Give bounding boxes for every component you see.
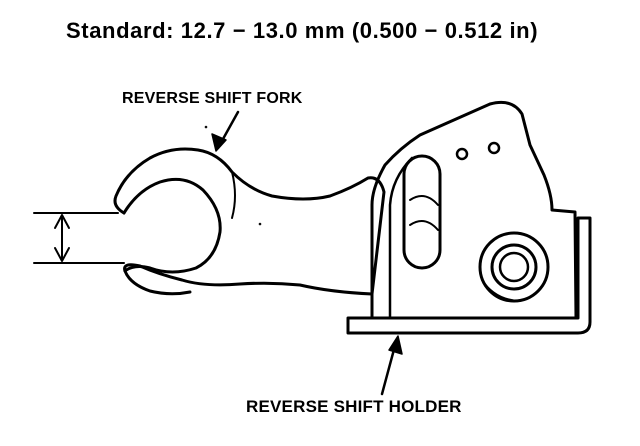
standard-spec-text: Standard: 12.7 − 13.0 mm (0.500 − 0.512 … — [66, 18, 539, 43]
reverse-shift-fork-label: REVERSE SHIFT FORK — [122, 90, 303, 107]
speck — [258, 222, 262, 226]
fork-shoulder-line — [231, 171, 236, 219]
dimension-arrowhead-top — [54, 214, 70, 229]
holder-leader-arrowhead — [388, 335, 403, 355]
speck — [204, 125, 208, 129]
reverse-shift-fork-outline — [113, 147, 386, 296]
holder-boss-shadow — [481, 279, 521, 302]
holder-hole-right — [487, 141, 501, 155]
holder-boss-middle — [490, 243, 538, 291]
dimension-arrowhead-bottom — [54, 247, 70, 262]
holder-slot-shade — [409, 195, 439, 231]
holder-base-flange — [346, 216, 592, 335]
holder-boss-inner — [498, 251, 530, 283]
holder-inner-edge — [388, 156, 414, 320]
fork-jaw-inner — [122, 177, 222, 274]
holder-bracket-body — [370, 100, 578, 320]
holder-hole-left — [455, 147, 469, 161]
fork-leader-arrowhead — [211, 133, 227, 152]
holder-slot — [402, 154, 442, 270]
reverse-shift-holder-label: REVERSE SHIFT HOLDER — [246, 397, 462, 416]
